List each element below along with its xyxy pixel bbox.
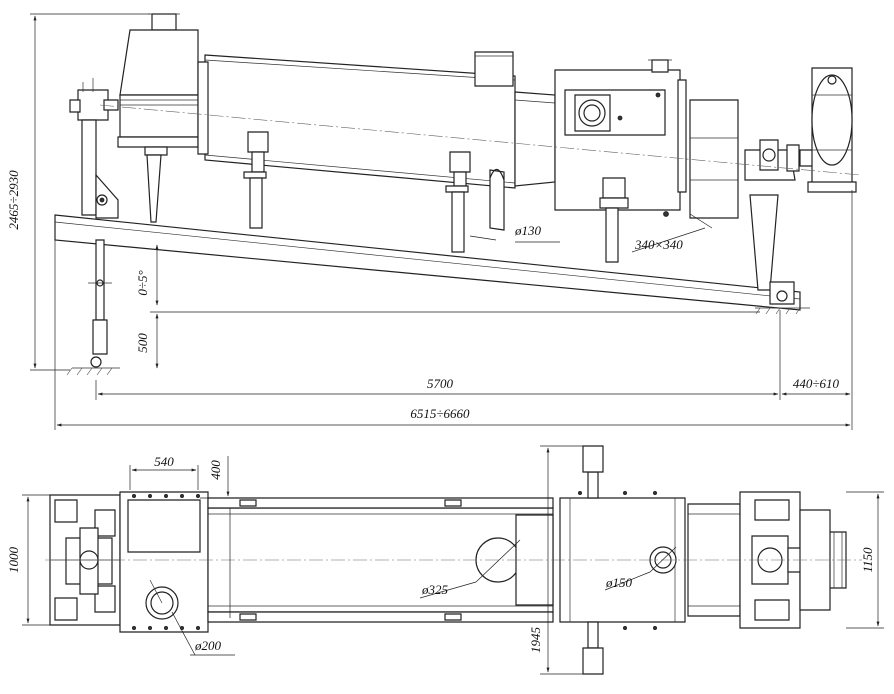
dim-height-range: 2465÷2930: [6, 170, 21, 230]
side-dimensions: 2465÷2930 0÷5° 500 ø130 340×340 5700: [6, 14, 852, 430]
left-bearing-stand: [70, 78, 118, 218]
outlet-duct: [690, 100, 738, 218]
main-drum: [198, 52, 515, 230]
side-center-axis: [100, 105, 860, 175]
plan-dimensions: 540 400 1000 ø200 ø325 ø150: [6, 446, 884, 674]
dim-base-length: 5700: [427, 376, 454, 391]
top-plan-view: 540 400 1000 ø200 ø325 ø150: [6, 446, 884, 674]
dim-drive-width: 1150: [860, 547, 875, 573]
side-elevation-view: 2465÷2930 0÷5° 500 ø130 340×340 5700: [6, 14, 860, 430]
dim-leg-height: 500: [135, 333, 150, 353]
dim-overall-length: 6515÷6660: [410, 406, 470, 421]
dim-hopper-offset: 400: [208, 460, 223, 480]
dim-hopper-width: 540: [154, 454, 174, 469]
dim-drum-port-diameter: ø325: [421, 582, 449, 597]
coupling-section: [515, 92, 555, 186]
dim-chamber-port-diameter: ø150: [605, 575, 633, 590]
dim-end-offset: 440÷610: [793, 376, 840, 391]
drum-support-legs: [244, 132, 470, 252]
dim-flange-diameter: ø130: [514, 223, 542, 238]
dim-outlet-size: 340×340: [634, 237, 683, 252]
tilt-jack: [67, 240, 120, 375]
plan-hopper: [120, 492, 208, 632]
dim-inlet-diameter: ø200: [194, 638, 222, 653]
dim-frame-width: 1000: [6, 547, 21, 574]
base-frame: [55, 215, 800, 310]
discharge-chamber: [555, 60, 686, 262]
dim-tilt-angle: 0÷5°: [135, 270, 150, 295]
feed-hopper: [118, 14, 198, 222]
drive-unit: [745, 68, 856, 290]
right-pivot: [755, 282, 810, 314]
dim-total-width: 1945: [528, 627, 543, 654]
